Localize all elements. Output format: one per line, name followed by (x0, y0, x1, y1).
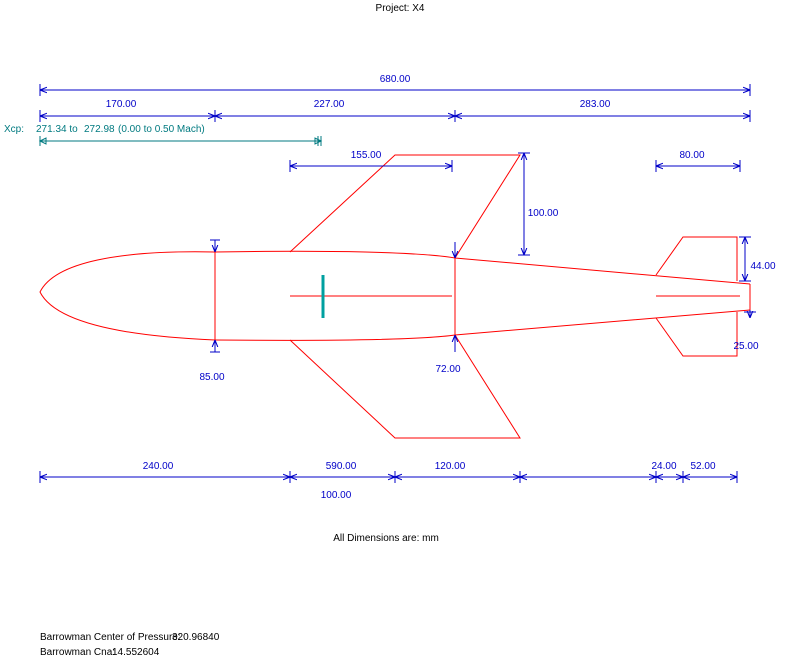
cna-value: 14.552604 (112, 647, 160, 658)
xcp-indicator (38, 136, 323, 146)
top-dimensions (39, 84, 751, 122)
cna-label: Barrowman Cna: (40, 647, 115, 658)
dim-seg2: 227.00 (314, 99, 345, 110)
dim-bottom-3: 120.00 (435, 461, 466, 472)
dim-wing-height: 100.00 (528, 208, 559, 219)
dim-tail-tip: 25.00 (733, 341, 758, 352)
nose-cone (39, 251, 216, 341)
dim-front-diameter: 85.00 (199, 372, 224, 383)
xcp-to: 272.98 (84, 124, 115, 135)
body-top (214, 250, 751, 285)
dim-overall-length: 680.00 (380, 74, 411, 85)
cp-value: 320.96840 (172, 632, 220, 643)
tail-fin-top (655, 236, 738, 281)
dim-tail-width: 80.00 (679, 150, 704, 161)
cp-label: Barrowman Center of Pressure: (40, 632, 181, 643)
tail-fin-bottom (655, 312, 738, 357)
xcp-from: 271.34 to (36, 124, 78, 135)
dim-bottom-4: 24.00 (651, 461, 676, 472)
dim-seg1: 170.00 (106, 99, 137, 110)
dim-bottom-1: 240.00 (143, 461, 174, 472)
dim-seg3: 283.00 (580, 99, 611, 110)
body-bottom (214, 309, 751, 341)
dim-bottom-5: 52.00 (690, 461, 715, 472)
dim-mid-diameter: 72.00 (435, 364, 460, 375)
xcp-label: Xcp: (4, 124, 24, 135)
body-dimension-markers (210, 152, 756, 353)
fin-bottom (289, 334, 521, 439)
dim-bottom-2: 590.00 (326, 461, 357, 472)
rocket-outline (39, 154, 751, 439)
dim-bottom-6: 100.00 (321, 490, 352, 501)
units-note: All Dimensions are: mm (333, 533, 439, 544)
project-title: Project: X4 (376, 3, 425, 14)
bottom-dimensions (39, 471, 738, 483)
dim-wing-span-x: 155.00 (351, 150, 382, 161)
dim-tail-height: 44.00 (750, 261, 775, 272)
xcp-mach-range: (0.00 to 0.50 Mach) (118, 124, 205, 135)
fin-top (289, 154, 521, 259)
